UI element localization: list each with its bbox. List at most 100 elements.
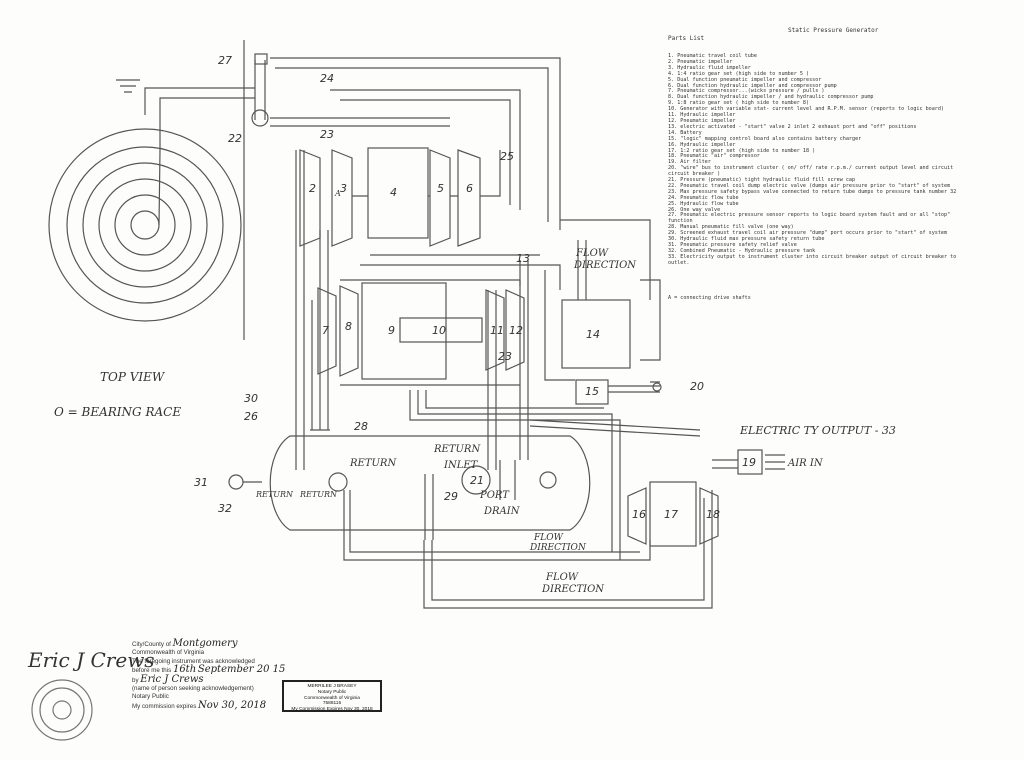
by-subcaption: (name of person seeking acknowledgement) (132, 685, 254, 693)
shaft-a-label: A (334, 189, 341, 198)
notary-certificate: City/County of Montgomery Commonwealth o… (132, 638, 292, 711)
port-label: PORT (479, 490, 510, 501)
callout-10: 10 (432, 324, 446, 337)
callout-11: 11 (490, 324, 504, 337)
callout-28: 28 (354, 420, 368, 433)
signature: Eric J Crews (28, 648, 155, 672)
callout-13: 13 (516, 252, 530, 265)
callout-8: 8 (345, 320, 352, 333)
by-label: by (132, 676, 139, 684)
parts-list-item: 29. Screened exhaust travel coil air pre… (668, 230, 948, 237)
callout-26: 26 (244, 410, 258, 423)
commission-expires-label: My commission expires (132, 702, 197, 710)
flow-direction-label-2b: DIRECTION (529, 543, 587, 553)
stamp-state: Commonwealth of Virginia (304, 695, 360, 701)
callout-29: 29 (444, 490, 458, 503)
callout-16: 16 (632, 508, 646, 521)
callout-6: 6 (466, 182, 473, 195)
parts-list-item: 20. "wire" bus to instrument cluster ( o… (668, 165, 954, 178)
parts-list-item: 3. Hydraulic fluid impeller (668, 64, 751, 71)
parts-list-item: 19. Air filter (668, 159, 711, 166)
parts-list-item: 7. Pneumatic compressor...(wicks pressur… (668, 88, 825, 95)
callout-15: 15 (585, 385, 599, 398)
callout-14: 14 (586, 328, 600, 341)
commonwealth-line: Commonwealth of Virginia (132, 649, 205, 657)
callout-5: 5 (437, 182, 444, 195)
callout-21: 21 (470, 474, 484, 487)
parts-list-item: 31. Pneumatic pressure safety relief val… (668, 242, 797, 248)
callout-2: 2 (309, 182, 316, 195)
parts-list-item: 18. Pneumatic "air" compressor (668, 153, 761, 160)
parts-list-item: 13. electric activated - "start" valve 2… (668, 123, 917, 130)
parts-list-item: 2. Pneumatic impeller (668, 58, 733, 65)
callout-4: 4 (390, 186, 397, 199)
callout-30: 30 (244, 392, 258, 405)
parts-list-item: 32. Combined Pneumatic - Hydraulic press… (668, 247, 816, 254)
air-in-label: AIR IN (787, 458, 824, 469)
stamp-title: Notary Public (317, 689, 347, 695)
parts-list-item: 4. 1:4 ratio gear set (high side to numb… (668, 70, 810, 77)
parts-list-item: 28. Manual pneumatic fill valve (one way… (668, 224, 794, 231)
callout-12: 12 (509, 324, 523, 337)
travel-coil (48, 87, 255, 322)
electricity-output-label: ELECTRIC TY OUTPUT - 33 (739, 424, 896, 437)
flow-direction-label-3: FLOW (545, 572, 579, 583)
parts-list-item: 24. Pneumatic flow tube (668, 194, 739, 201)
return-label-1: RETURN (255, 490, 294, 499)
parts-list-item: 25. Hydraulic flow tube (668, 200, 739, 207)
parts-list-item: 26. One way valve (668, 206, 721, 213)
by-name-value: Eric J Crews (140, 673, 204, 685)
parts-list-item: 23. Max pressure safety bypass valve con… (668, 188, 957, 195)
stamp-id: 7588115 (322, 701, 342, 707)
notary-public-label: Notary Public (132, 693, 169, 701)
top-view-label: TOP VIEW (100, 370, 166, 384)
diagram-labels: TOP VIEW O = BEARING RACE FLOW DIRECTION… (54, 189, 896, 595)
notary-stamp: MERRILEE J BRASEY Notary Public Commonwe… (282, 680, 382, 712)
bearing-race-label: O = BEARING RACE (54, 405, 181, 419)
parts-list-item: 22. Pneumatic travel coil dump electric … (668, 182, 951, 189)
commission-expires-value: Nov 30, 2018 (198, 699, 267, 711)
parts-list-item: 30. Hydraulic fluid max pressure safety … (668, 236, 825, 243)
callout-20: 20 (690, 380, 704, 393)
callout-23-top: 23 (320, 128, 334, 141)
callout-31: 31 (194, 476, 208, 489)
callout-7: 7 (322, 324, 329, 337)
notary-seal (31, 679, 93, 741)
parts-list-item: 17. 1:2 ratio gear set (high side to num… (668, 147, 816, 154)
parts-list-item: 10. Generator with variable stat- curren… (668, 106, 945, 113)
parts-list-title: Static Pressure Generator (788, 27, 879, 34)
parts-list-item: 5. Dual function pneumatic impeller and … (668, 76, 822, 83)
stamp-name: MERRILEE J BRASEY (307, 684, 357, 689)
callout-3: 3 (340, 182, 347, 195)
callout-32: 32 (218, 502, 232, 515)
stamp-expires: My Commission Expires Nov 30, 2018 (291, 707, 373, 713)
before-me-label: before me this (132, 667, 172, 675)
city-county-label: City/County of (132, 641, 171, 648)
parts-list-item: 6. Dual function hydraulic impeller and … (668, 82, 837, 89)
parts-list-header: Parts List (668, 35, 705, 42)
parts-list-item: 1. Pneumatic travel coil tube (668, 53, 757, 59)
parts-list-item: 9. 1:8 ratio gear set ( high side to num… (668, 100, 810, 107)
parts-list-item: 15. "logic" mapping control board also c… (668, 135, 862, 142)
city-county-value: Montgomery (172, 638, 238, 649)
parts-list-item: 8. Dual function hydraulic impeller / an… (668, 94, 874, 101)
day-value: 16th (172, 664, 197, 676)
callout-numbers: 2 3 4 5 6 7 8 9 10 11 12 13 14 15 16 17 … (194, 54, 756, 521)
flow-direction-label-3b: DIRECTION (541, 584, 605, 595)
return-label-2: RETURN (299, 490, 338, 499)
return-label-4: RETURN (433, 444, 481, 455)
parts-list-item: 21. Pressure (pneumatic) tight hydraulic… (668, 177, 856, 184)
callout-27: 27 (218, 54, 232, 67)
parts-list-item: 27. Pneumatic electric pressure sensor r… (668, 212, 951, 225)
return-label-3: RETURN (349, 458, 397, 469)
parts-list-item: 14. Battery (668, 129, 702, 136)
parts-list-note: A = connecting drive shafts (668, 295, 751, 301)
flow-direction-label-1b: DIRECTION (573, 260, 637, 271)
drain-label: DRAIN (483, 506, 521, 517)
flow-direction-label-1: FLOW (575, 248, 609, 259)
parts-list-item: 11. Hydraulic impeller (668, 112, 736, 119)
parts-list-item: 33. Electricity output to instrument clu… (668, 253, 957, 266)
